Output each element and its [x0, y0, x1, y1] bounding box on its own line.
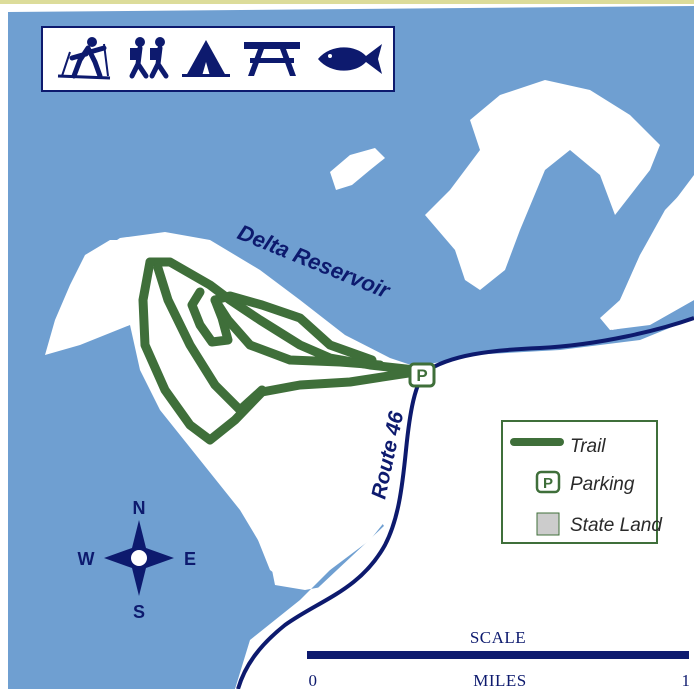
compass-east: E	[184, 549, 196, 569]
northeast-land	[425, 80, 660, 290]
legend-parking-symbol: P	[543, 475, 553, 492]
parking-marker-box	[408, 362, 436, 388]
compass-west: W	[78, 549, 95, 569]
island	[330, 148, 385, 190]
compass-rose: N S W E	[78, 498, 197, 622]
compass-north: N	[133, 498, 146, 518]
legend-trail-label: Trail	[570, 436, 606, 457]
camping-tent-icon	[182, 40, 230, 77]
scale-end: 1	[682, 671, 691, 689]
trail	[138, 257, 420, 445]
top-border	[0, 0, 694, 4]
legend-state-land-swatch	[536, 512, 560, 536]
south-land	[235, 322, 694, 689]
legend-state-land-label: State Land	[570, 515, 663, 536]
compass-center-ring	[131, 550, 147, 566]
route-46-road	[236, 316, 694, 689]
scale-bar: SCALE 0 MILES 1	[307, 628, 691, 689]
scale-title: SCALE	[470, 628, 526, 647]
east-land	[612, 180, 694, 330]
scale-units: MILES	[473, 671, 527, 689]
compass-south: S	[133, 602, 145, 622]
cross-country-skiing-icon	[57, 37, 111, 80]
hiking-icon	[129, 37, 169, 79]
legend-parking-swatch	[535, 470, 561, 494]
scale-line	[307, 651, 689, 659]
parking-marker: P	[408, 362, 436, 388]
activity-icon-panel	[41, 26, 395, 92]
parking-marker-letter: P	[416, 366, 427, 385]
fishing-icon	[318, 44, 382, 74]
picnic-table-icon	[244, 42, 300, 76]
legend-parking-label: Parking	[570, 474, 635, 495]
legend: Trail P Parking State Land	[501, 420, 663, 544]
scale-start: 0	[309, 671, 318, 689]
